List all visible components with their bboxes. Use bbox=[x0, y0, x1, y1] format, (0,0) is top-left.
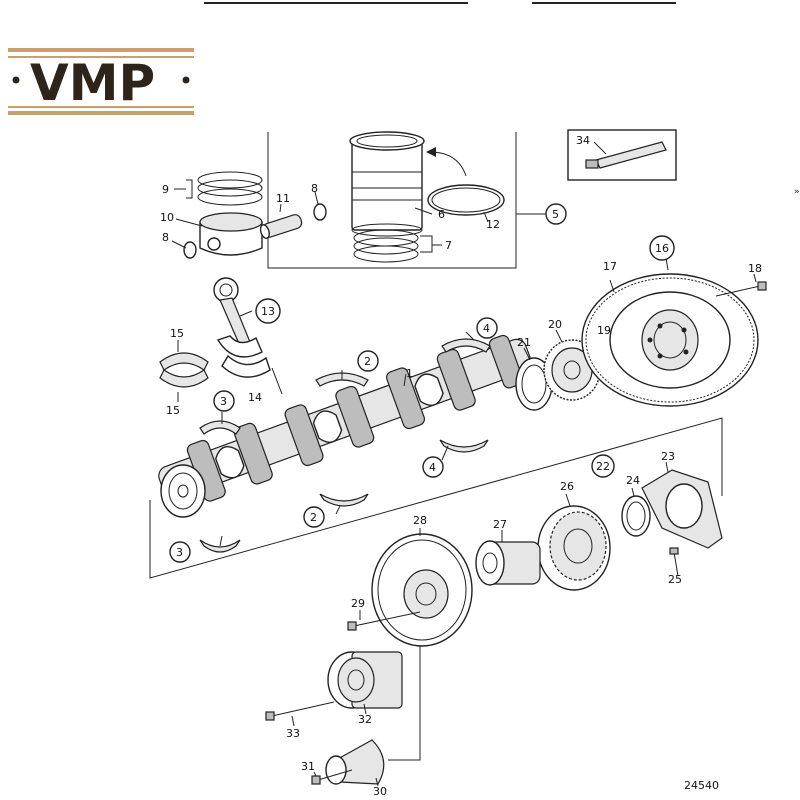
callout-circle-2a bbox=[357, 350, 379, 372]
label-16: 16 bbox=[655, 242, 669, 255]
edge-mark: » bbox=[794, 187, 800, 197]
label-4a: 4 bbox=[483, 322, 490, 335]
front-damper-group bbox=[265, 493, 611, 787]
label-18: 18 bbox=[748, 262, 762, 275]
label-28: 28 bbox=[413, 514, 427, 527]
label-7: 7 bbox=[445, 239, 452, 252]
label-5: 5 bbox=[552, 208, 559, 221]
label-11: 11 bbox=[276, 192, 290, 205]
label-15b: 15 bbox=[166, 404, 180, 417]
connecting-rod-group bbox=[159, 277, 283, 402]
callout-circle-13 bbox=[255, 298, 281, 324]
label-8a: 8 bbox=[311, 182, 318, 195]
label-1: 1 bbox=[406, 367, 413, 380]
logo-text: VMP bbox=[30, 54, 155, 112]
label-26: 26 bbox=[560, 480, 574, 493]
label-14: 14 bbox=[248, 391, 262, 404]
cylinder-liner-group bbox=[171, 131, 546, 269]
label-19: 19 bbox=[597, 324, 611, 337]
label-2a: 2 bbox=[364, 355, 371, 368]
callout-circle-5 bbox=[545, 203, 567, 225]
callout-circle-22 bbox=[591, 454, 615, 478]
label-8b: 8 bbox=[162, 231, 169, 244]
callout-circle-3a bbox=[213, 390, 235, 412]
label-10: 10 bbox=[160, 211, 174, 224]
drawing-number: 24540 bbox=[684, 779, 719, 792]
label-12: 12 bbox=[486, 218, 500, 231]
flywheel-group bbox=[581, 257, 767, 407]
label-2b: 2 bbox=[310, 511, 317, 524]
label-24: 24 bbox=[626, 474, 640, 487]
label-20: 20 bbox=[548, 318, 562, 331]
label-30: 30 bbox=[373, 785, 387, 798]
label-22: 22 bbox=[596, 460, 610, 473]
sealant-tube-box bbox=[567, 129, 677, 181]
label-4b: 4 bbox=[429, 461, 436, 474]
label-23: 23 bbox=[661, 450, 675, 463]
label-27: 27 bbox=[493, 518, 507, 531]
label-34: 34 bbox=[576, 134, 590, 147]
rear-cover-group bbox=[621, 461, 723, 577]
label-17: 17 bbox=[603, 260, 617, 273]
label-29: 29 bbox=[351, 597, 365, 610]
label-9: 9 bbox=[162, 183, 169, 196]
callout-circle-4a bbox=[476, 317, 498, 339]
crankshaft-group bbox=[149, 329, 723, 579]
callouts: 1 2 2 3 3 4 4 5 6 7 8 8 9 10 11 12 13 14… bbox=[160, 134, 762, 798]
label-33: 33 bbox=[286, 727, 300, 740]
label-13: 13 bbox=[261, 305, 275, 318]
callout-circle-4b bbox=[422, 456, 444, 478]
callout-circle-16 bbox=[649, 235, 675, 261]
label-3b: 3 bbox=[176, 546, 183, 559]
label-15a: 15 bbox=[170, 327, 184, 340]
label-25: 25 bbox=[668, 573, 682, 586]
callout-circle-2b bbox=[303, 506, 325, 528]
label-3a: 3 bbox=[220, 395, 227, 408]
callout-circle-3b bbox=[169, 541, 191, 563]
vmp-logo: VMP bbox=[8, 48, 194, 115]
label-31: 31 bbox=[301, 760, 315, 773]
label-21: 21 bbox=[517, 336, 531, 349]
label-6: 6 bbox=[438, 208, 445, 221]
label-32: 32 bbox=[358, 713, 372, 726]
